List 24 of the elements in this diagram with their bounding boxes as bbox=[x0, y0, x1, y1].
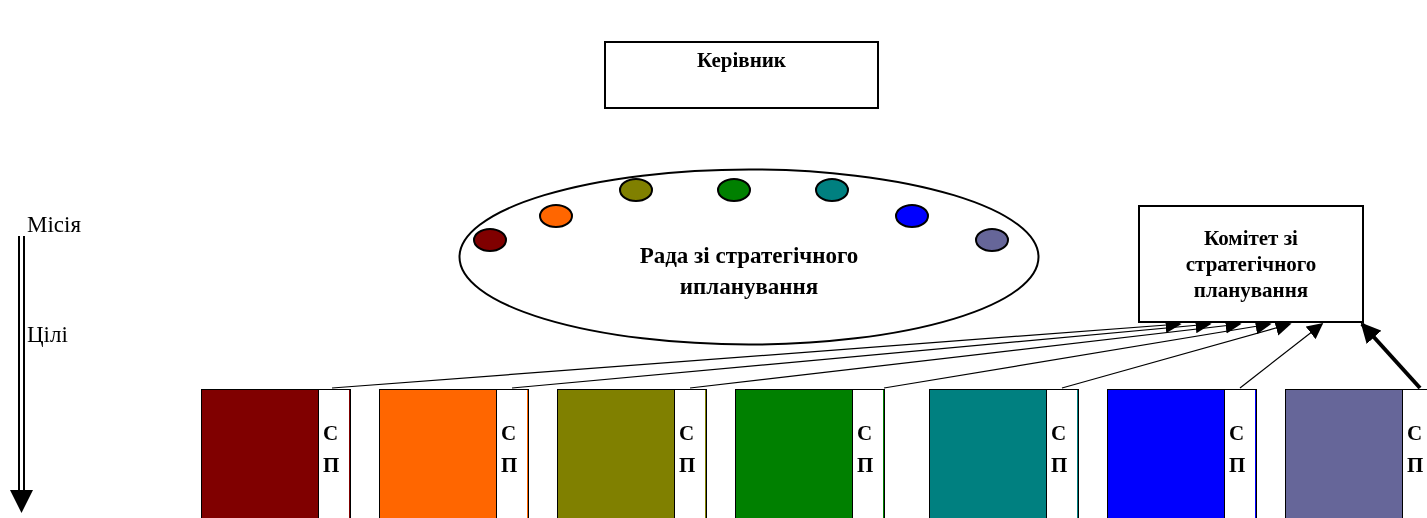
box-label: Комітет зі стратегічного планування bbox=[1184, 224, 1318, 304]
process-box bbox=[1138, 205, 1364, 323]
department-block bbox=[929, 389, 1079, 518]
arrow bbox=[1239, 323, 1324, 389]
department-block bbox=[201, 389, 351, 518]
strip-label: С П bbox=[674, 390, 705, 518]
arrow bbox=[1360, 322, 1422, 390]
council-ellipse bbox=[458, 168, 1040, 346]
ellipse-label: Рада зі стратегічного ипланування bbox=[638, 242, 860, 302]
strip-label: С П bbox=[496, 390, 527, 518]
department-block bbox=[557, 389, 707, 518]
box-label: Керівник bbox=[697, 46, 786, 74]
strip-label: С П bbox=[1224, 390, 1255, 518]
strip-label: С П bbox=[1046, 390, 1077, 518]
department-block bbox=[1107, 389, 1257, 518]
department-block bbox=[1285, 389, 1427, 518]
department-block bbox=[735, 389, 885, 518]
strip-label: С П bbox=[852, 390, 883, 518]
stage-label: Цілі bbox=[27, 322, 68, 348]
department-block bbox=[379, 389, 529, 518]
process-box bbox=[604, 41, 879, 109]
stage-label: Місія bbox=[27, 212, 82, 238]
strip-label: С П bbox=[1402, 390, 1427, 518]
strip-label: С П bbox=[318, 390, 349, 518]
